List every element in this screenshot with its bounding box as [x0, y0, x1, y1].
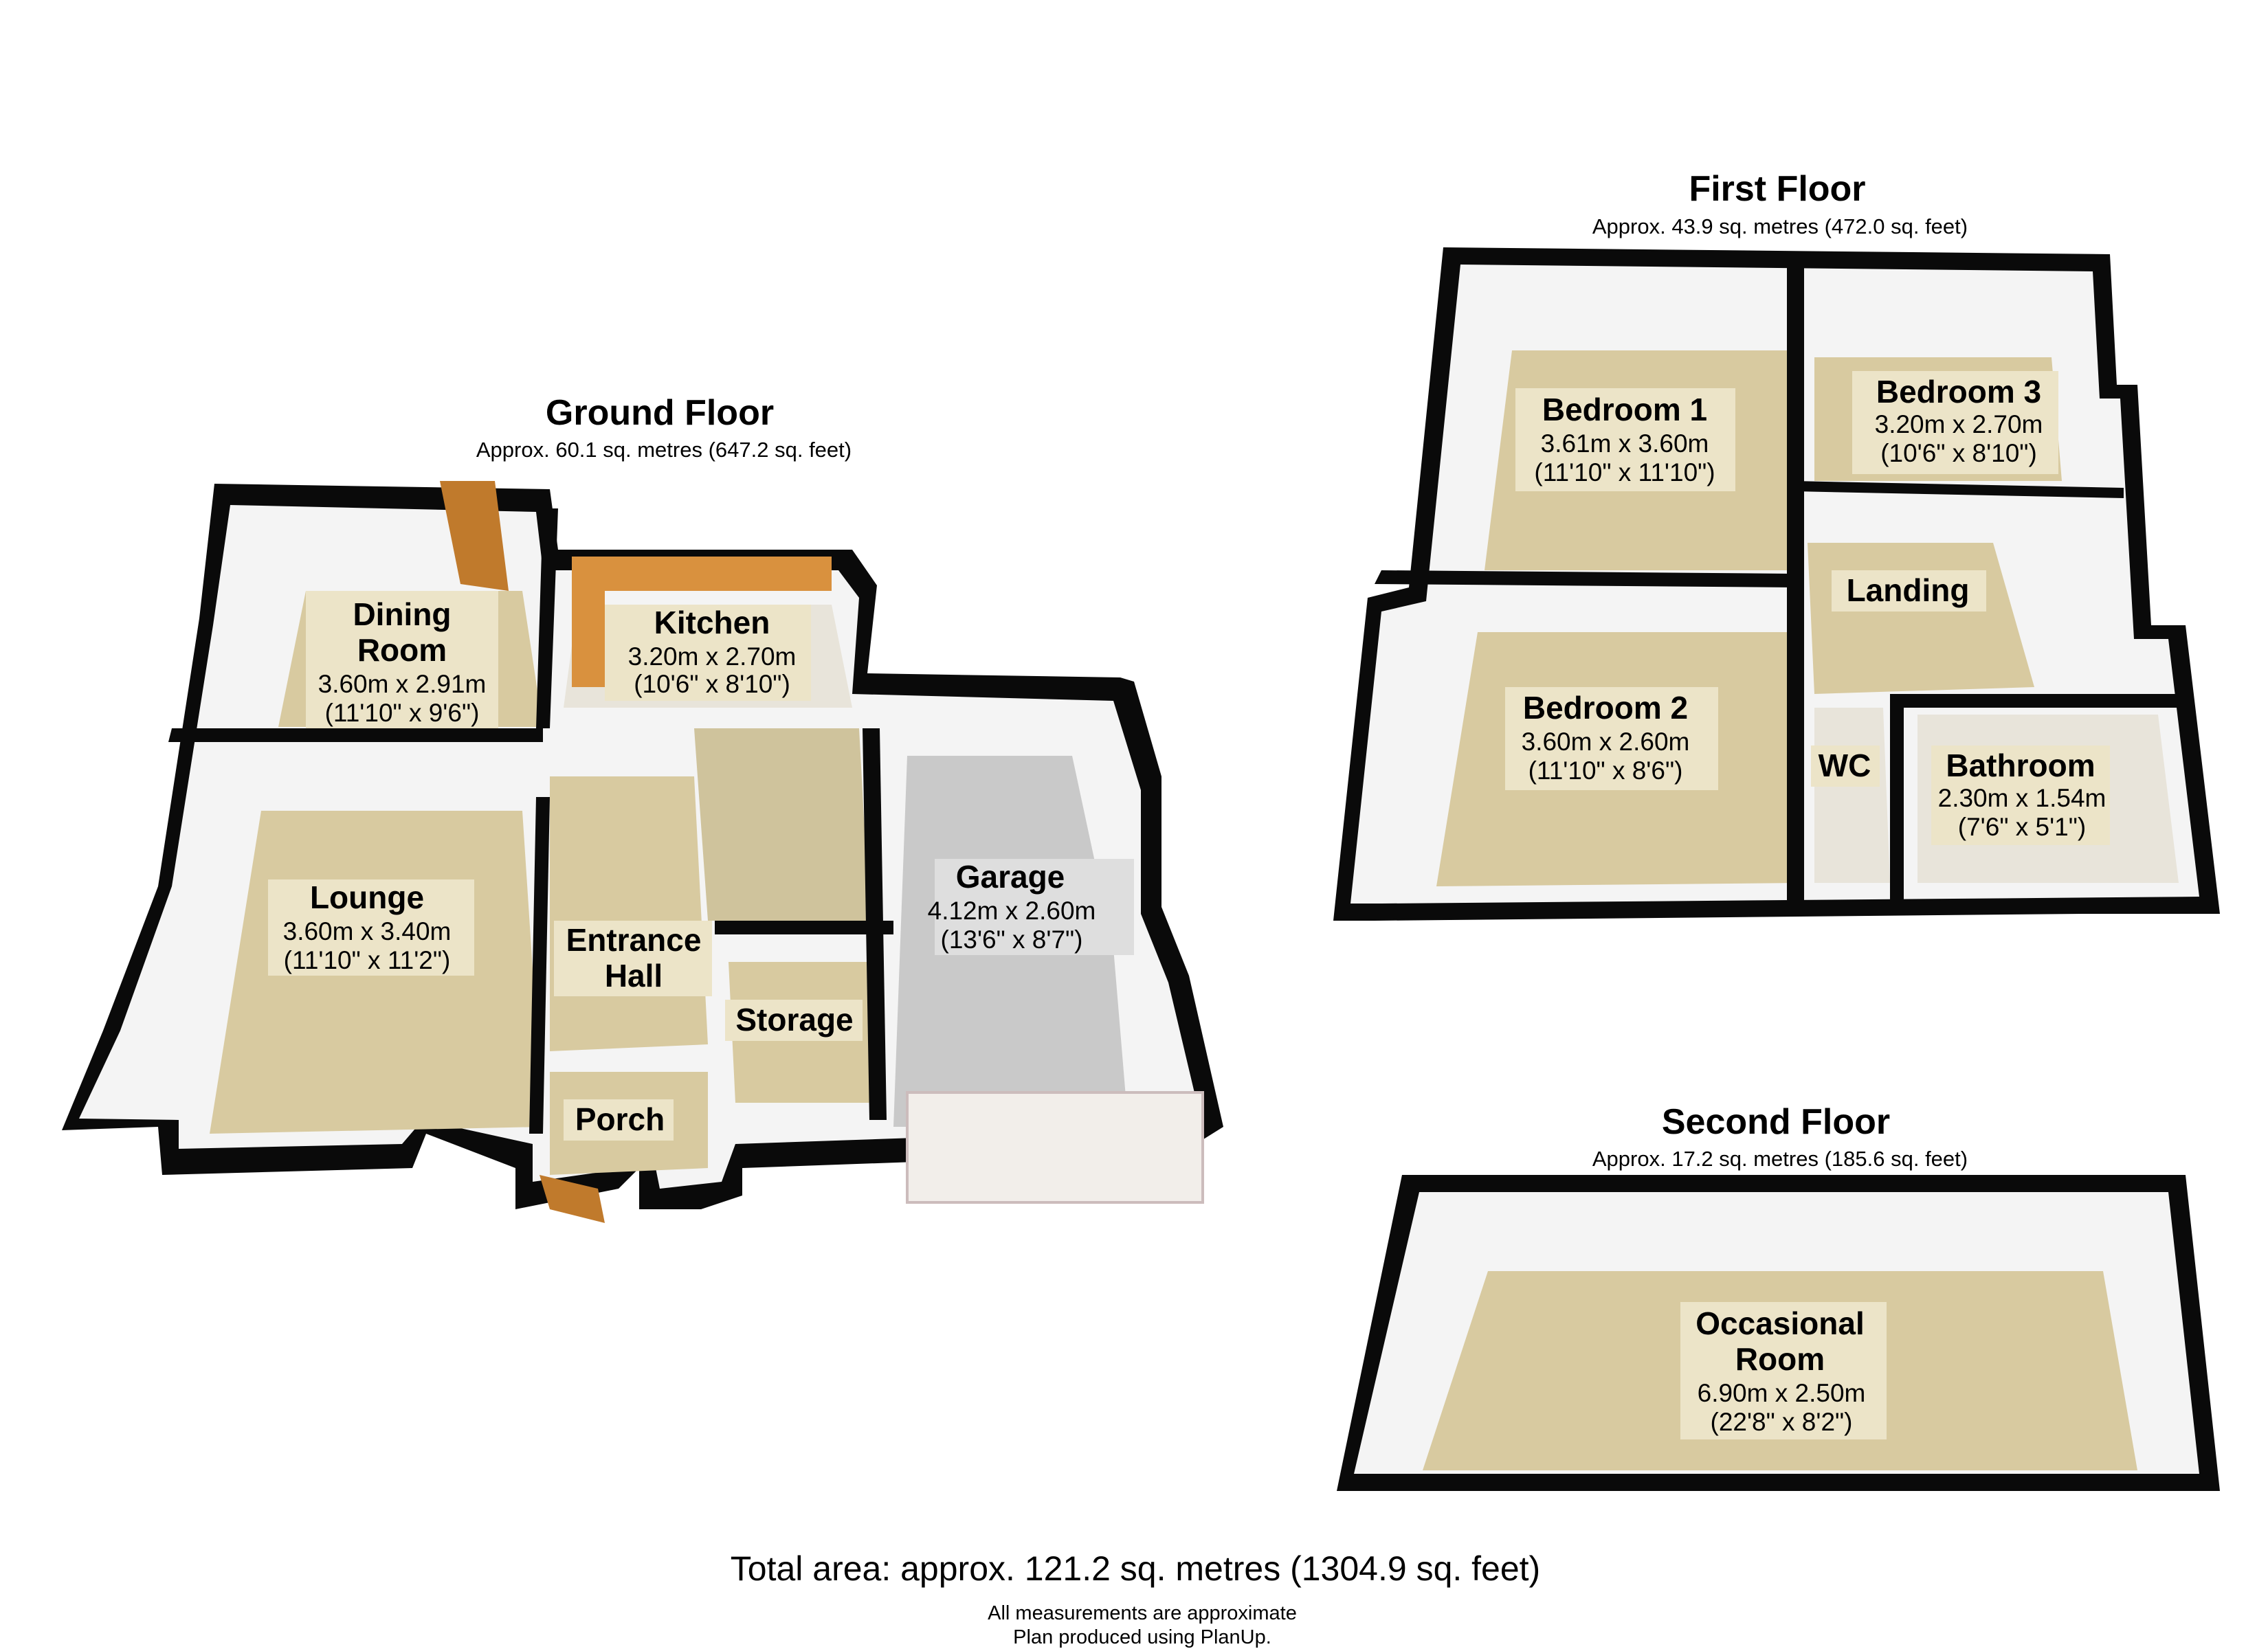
room-name-line-2: Room	[357, 632, 447, 668]
room-dimensions: 3.60m x 3.40m	[283, 917, 452, 945]
entrance-hall-floor	[550, 776, 708, 1051]
room-label-bathroom: Bathroom 2.30m x 1.54m (7'6" x 5'1")	[1931, 745, 2110, 845]
room-label-bg	[935, 859, 1134, 955]
room-dimensions: 3.20m x 2.70m	[1875, 410, 2043, 438]
garage-door	[906, 1091, 1204, 1204]
first-internal-wall-5	[1890, 694, 1904, 900]
room-label-bedroom-1: Bedroom 1 3.61m x 3.60m (11'10" x 11'10"…	[1515, 388, 1735, 491]
room-dimensions-imperial: (11'10" x 11'10")	[1534, 458, 1715, 486]
room-dimensions-imperial: (11'10" x 8'6")	[1528, 756, 1683, 785]
room-dimensions-imperial: (11'10" x 9'6")	[325, 699, 480, 727]
room-label-kitchen: Kitchen 3.20m x 2.70m (10'6" x 8'10")	[605, 605, 811, 701]
room-label-bedroom-3: Bedroom 3 3.20m x 2.70m (10'6" x 8'10")	[1852, 371, 2058, 474]
room-dimensions-imperial: (22'8" x 8'2")	[1711, 1408, 1853, 1436]
first-internal-wall-1	[1787, 261, 1804, 900]
room-name: Occasional	[1696, 1305, 1864, 1341]
room-label-bg	[1680, 1302, 1887, 1439]
room-name: Bedroom 2	[1523, 690, 1688, 726]
room-label-wc: WC	[1811, 745, 1880, 787]
room-dimensions-imperial: (13'6" x 8'7")	[941, 926, 1083, 954]
ground-internal-wall-1	[536, 508, 558, 728]
stairs	[694, 728, 869, 921]
room-name-line-2: Hall	[605, 958, 663, 994]
wc-floor	[1814, 708, 1890, 883]
room-name: Porch	[575, 1101, 665, 1137]
room-dimensions: 3.60m x 2.60m	[1522, 728, 1690, 756]
room-name: Bedroom 1	[1542, 392, 1707, 427]
first-internal-wall-2	[1375, 570, 1794, 587]
note-approximate: All measurements are approximate	[988, 1602, 1297, 1624]
room-name: Storage	[735, 1002, 853, 1037]
room-name: Entrance	[566, 922, 702, 958]
room-name: WC	[1819, 748, 1871, 783]
porch-front-door	[540, 1175, 605, 1223]
room-dimensions: 2.30m x 1.54m	[1938, 784, 2106, 812]
note-planup: Plan produced using PlanUp.	[1013, 1626, 1271, 1648]
room-dimensions-imperial: (7'6" x 5'1")	[1958, 813, 2086, 841]
room-name: Garage	[956, 859, 1065, 895]
room-label-bg	[1931, 745, 2110, 845]
second-floor-area: Approx. 17.2 sq. metres (185.6 sq. feet)	[1592, 1147, 1968, 1171]
room-label-entrance-hall: Entrance Hall	[554, 921, 712, 996]
room-label-landing: Landing	[1832, 570, 1986, 612]
room-label-bg	[1852, 371, 2058, 474]
dining-room-external-door	[440, 481, 509, 591]
first-internal-wall-4	[1890, 694, 2186, 708]
room-label-bg	[1505, 687, 1718, 790]
first-internal-wall-3	[1794, 481, 2124, 498]
room-label-occasional-room: Occasional Room 6.90m x 2.50m (22'8" x 8…	[1680, 1302, 1887, 1439]
room-label-bg	[306, 591, 498, 728]
room-label-bg	[1832, 570, 1986, 612]
room-dimensions-imperial: (11'10" x 11'2")	[284, 946, 451, 974]
room-name: Lounge	[310, 879, 424, 915]
ground-internal-wall-5	[715, 921, 893, 934]
room-name: Dining	[353, 596, 451, 632]
room-label-bg	[564, 1099, 674, 1141]
room-label-bg	[1811, 745, 1880, 787]
room-dimensions: 3.61m x 3.60m	[1541, 429, 1709, 458]
ground-internal-wall-3	[529, 797, 550, 1134]
room-dimensions: 3.20m x 2.70m	[628, 642, 797, 671]
room-name: Bedroom 3	[1876, 374, 2041, 410]
room-label-storage: Storage	[725, 1000, 863, 1041]
room-dimensions: 3.60m x 2.91m	[318, 670, 487, 698]
second-floor-title: Second Floor	[1662, 1102, 1890, 1142]
room-label-bg	[725, 1000, 863, 1041]
room-dimensions-imperial: (10'6" x 8'10")	[634, 670, 790, 698]
room-name-line-2: Room	[1735, 1341, 1825, 1377]
room-label-bedroom-2: Bedroom 2 3.60m x 2.60m (11'10" x 8'6")	[1505, 687, 1718, 790]
room-label-lounge: Lounge 3.60m x 3.40m (11'10" x 11'2")	[268, 879, 474, 976]
room-label-garage: Garage 4.12m x 2.60m (13'6" x 8'7")	[928, 859, 1134, 955]
first-floor-area: Approx. 43.9 sq. metres (472.0 sq. feet)	[1592, 214, 1968, 238]
room-dimensions: 4.12m x 2.60m	[928, 897, 1096, 925]
room-label-bg	[1515, 388, 1735, 491]
room-label-dining-room: Dining Room 3.60m x 2.91m (11'10" x 9'6"…	[306, 591, 498, 728]
room-name: Landing	[1847, 572, 1970, 608]
ground-floor-title: Ground Floor	[546, 393, 774, 433]
ground-internal-wall-2	[168, 728, 543, 742]
total-area: Total area: approx. 121.2 sq. metres (13…	[731, 1549, 1540, 1588]
room-name: Bathroom	[1946, 748, 2095, 783]
room-label-porch: Porch	[564, 1099, 674, 1141]
room-label-bg	[554, 921, 712, 996]
room-label-bg	[268, 879, 474, 976]
ground-floor-area: Approx. 60.1 sq. metres (647.2 sq. feet)	[476, 438, 852, 462]
first-floor-title: First Floor	[1689, 169, 1865, 209]
kitchen-worktop	[572, 557, 832, 687]
room-dimensions-imperial: (10'6" x 8'10")	[1880, 439, 2037, 467]
room-name: Kitchen	[654, 605, 770, 640]
room-dimensions: 6.90m x 2.50m	[1698, 1379, 1866, 1407]
room-label-bg	[605, 605, 811, 701]
